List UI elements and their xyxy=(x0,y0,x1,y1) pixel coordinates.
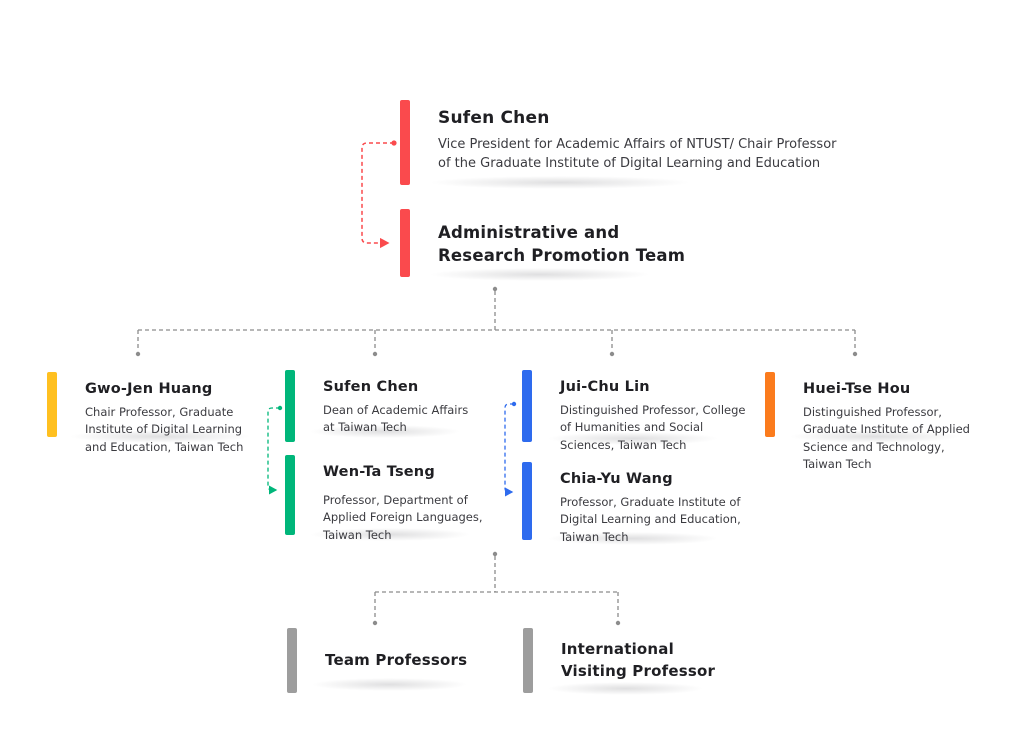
member-name: Sufen Chen xyxy=(323,379,419,395)
member-desc: Dean of Academic Affairs at Taiwan Tech xyxy=(323,403,469,435)
accent-bar xyxy=(522,462,532,540)
accent-bar xyxy=(47,372,57,437)
member-name: Wen-Ta Tseng xyxy=(323,464,435,480)
shadow xyxy=(548,532,718,545)
node-leader: Sufen Chen Vice President for Academic A… xyxy=(400,100,838,185)
member-name: Chia-Yu Wang xyxy=(560,471,673,487)
member-name: Huei-Tse Hou xyxy=(803,381,911,397)
red-link-dot xyxy=(391,140,397,146)
member-desc: Distinguished Professor, Graduate Instit… xyxy=(803,405,970,471)
accent-bar xyxy=(522,370,532,442)
accent-bar xyxy=(765,372,775,437)
node-sufen-chen: Sufen Chen Dean of Academic Affairs at T… xyxy=(285,370,483,442)
leader-name: Sufen Chen xyxy=(438,108,550,128)
node-jui-chu-lin: Jui-Chu Lin Distinguished Professor, Col… xyxy=(522,370,750,454)
member-desc: Professor, Graduate Institute of Digital… xyxy=(560,495,741,544)
node-huei-tse-hou: Huei-Tse Hou Distinguished Professor, Gr… xyxy=(765,372,981,473)
red-link-line xyxy=(361,142,394,249)
node-chia-yu-wang: Chia-Yu Wang Professor, Graduate Institu… xyxy=(522,462,742,546)
member-name: Gwo-Jen Huang xyxy=(85,381,213,397)
accent-bar xyxy=(400,100,410,185)
leader-desc: Vice President for Academic Affairs of N… xyxy=(438,137,837,171)
accent-bar xyxy=(523,628,533,693)
node-international-visiting-professor: International Visiting Professor xyxy=(523,628,721,693)
node-team-professors: Team Professors xyxy=(287,628,495,693)
node-gwo-jen-huang: Gwo-Jen Huang Chair Professor, Graduate … xyxy=(47,372,267,456)
accent-bar xyxy=(400,209,410,277)
shadow xyxy=(430,176,690,189)
shadow xyxy=(548,682,703,695)
member-desc: Professor, Department of Applied Foreign… xyxy=(323,493,483,542)
shadow xyxy=(312,678,467,691)
blue-link-dot xyxy=(511,401,517,407)
shadow xyxy=(310,528,470,541)
shadow xyxy=(548,432,718,445)
shadow xyxy=(790,430,960,443)
member-name: Jui-Chu Lin xyxy=(560,379,650,395)
shadow xyxy=(430,268,650,281)
accent-bar xyxy=(285,455,295,535)
node-wen-ta-tseng: Wen-Ta Tseng Professor, Department of Ap… xyxy=(285,455,498,544)
accent-bar xyxy=(285,370,295,442)
green-link-line xyxy=(267,407,280,495)
leaf-label: Team Professors xyxy=(325,650,468,669)
accent-bar xyxy=(287,628,297,693)
member-desc: Distinguished Professor, College of Huma… xyxy=(560,403,746,452)
node-team: Administrative and Research Promotion Te… xyxy=(400,209,708,277)
leaf-label: International Visiting Professor xyxy=(561,639,716,680)
team-name: Administrative and Research Promotion Te… xyxy=(438,223,686,266)
member-desc: Chair Professor, Graduate Institute of D… xyxy=(85,405,244,454)
blue-link-line xyxy=(504,403,514,497)
green-link-dot xyxy=(277,405,283,411)
shadow xyxy=(70,430,250,443)
shadow xyxy=(310,425,460,438)
